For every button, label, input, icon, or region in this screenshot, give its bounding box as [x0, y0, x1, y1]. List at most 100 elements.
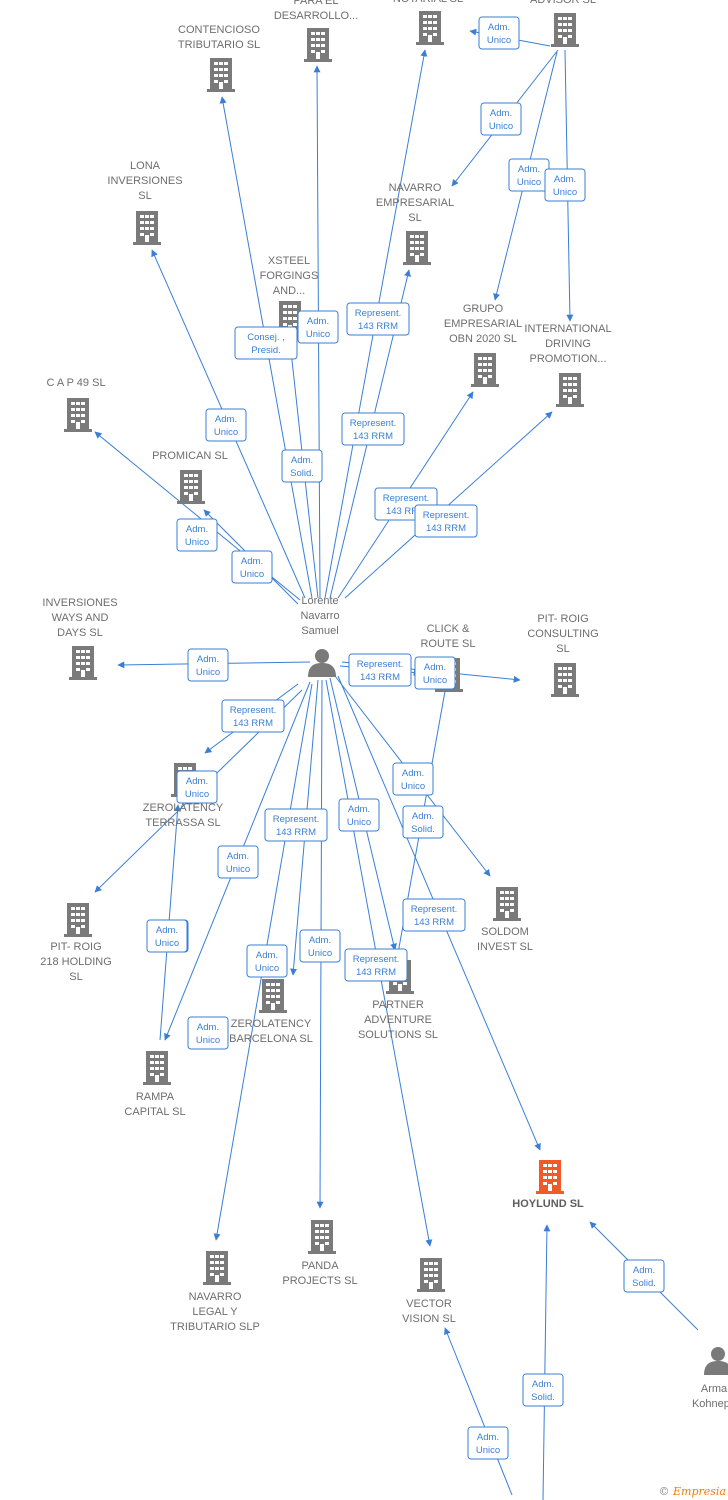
copyright-icon: ©	[658, 1485, 670, 1498]
badge-label: Represent.143 RRM	[230, 705, 276, 729]
badge-label: Represent.143 RRM	[355, 308, 401, 332]
person-icon	[704, 1347, 728, 1375]
badge-label: Adm.Solid.	[290, 455, 314, 479]
badge-label: Represent.143 RRM	[273, 814, 319, 838]
badge-label: Adm.Unico	[517, 164, 541, 188]
relation-edge	[444, 1327, 513, 1496]
building-icon	[403, 231, 431, 265]
role-badge: Represent.143 RRM	[264, 808, 328, 842]
node-label: NOTARIAL SL	[393, 0, 463, 5]
badge-label: Represent.143 RRM	[357, 659, 403, 683]
badge-label: Consej. ,Presid.	[247, 332, 285, 356]
building-icon	[416, 11, 444, 45]
badge-label: Adm.Unico	[155, 925, 179, 949]
person-node[interactable]: ArmaKohnepo	[692, 1347, 728, 1410]
building-icon	[259, 979, 287, 1013]
company-node[interactable]: CLICK &ROUTE SL	[420, 623, 476, 692]
role-badge: Adm.Unico	[478, 16, 520, 50]
role-badge: Represent.143 RRM	[414, 504, 478, 538]
role-badge: Adm.Unico	[392, 762, 434, 796]
badge-label: Represent.143 RRM	[350, 418, 396, 442]
badge-label: Adm.Unico	[401, 768, 425, 792]
building-icon	[551, 663, 579, 697]
building-icon	[69, 646, 97, 680]
role-badge: Adm.Unico	[414, 656, 456, 690]
role-badge: Adm.Solid.	[623, 1259, 665, 1293]
role-badge: Represent.143 RRM	[402, 898, 466, 932]
company-node[interactable]: C A P 49 SL	[46, 377, 106, 432]
node-label: ArmaKohnepo	[692, 1383, 728, 1410]
role-badge: Adm.Unico	[231, 550, 273, 584]
company-node[interactable]: NOTARIAL SL	[393, 0, 463, 45]
role-badge: Adm.Unico	[480, 102, 522, 136]
building-icon	[207, 58, 235, 92]
role-badge: Adm.Unico	[187, 1016, 229, 1050]
person-icon	[308, 649, 336, 677]
building-icon	[417, 1258, 445, 1292]
badge-label: Adm.Solid.	[632, 1265, 656, 1289]
building-icon	[203, 1251, 231, 1285]
building-icon	[64, 903, 92, 937]
role-badge: Represent.143 RRM	[344, 948, 408, 982]
role-badge: Adm.Solid.	[522, 1373, 564, 1407]
node-label: C A P 49 SL	[46, 377, 105, 389]
badge-label: Adm.Unico	[306, 316, 330, 340]
badge-label: Represent.143 RRM	[423, 510, 469, 534]
role-badge: Adm.Unico	[544, 168, 586, 202]
badge-label: Adm.Unico	[476, 1432, 500, 1456]
building-icon	[556, 373, 584, 407]
role-badge: Adm.Solid.	[402, 805, 444, 839]
brand-name: mpresia	[681, 1485, 726, 1498]
badge-label: Adm.Unico	[240, 556, 264, 580]
building-icon	[551, 13, 579, 47]
role-badge: Adm.Unico	[176, 770, 218, 804]
building-icon	[308, 1220, 336, 1254]
building-icon	[177, 470, 205, 504]
badge-label: Adm.Solid.	[411, 811, 435, 835]
badge-label: Adm.Unico	[185, 776, 209, 800]
building-icon	[536, 1160, 564, 1194]
company-node[interactable]: PROMICAN SL	[152, 450, 228, 504]
company-node[interactable]: ADVISOR SL	[530, 0, 596, 47]
badge-label: Adm.Solid.	[531, 1379, 555, 1403]
company-node[interactable]: HOYLUND SL	[512, 1160, 584, 1210]
role-badge: Adm.Unico	[246, 944, 288, 978]
badge-label: Represent.143 RRM	[411, 904, 457, 928]
node-label: HOYLUND SL	[512, 1198, 584, 1210]
building-icon	[304, 28, 332, 62]
role-badge: Adm.Unico	[338, 798, 380, 832]
building-icon	[471, 353, 499, 387]
footer-brand: © Empresia	[659, 1485, 727, 1498]
